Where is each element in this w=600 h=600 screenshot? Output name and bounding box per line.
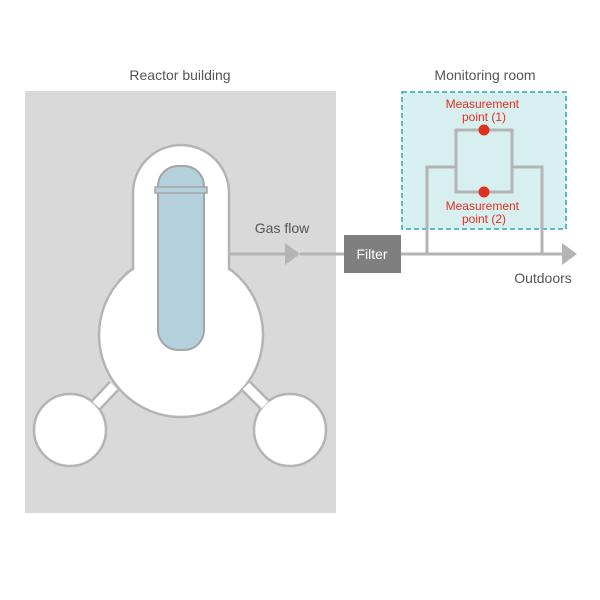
outdoors-label: Outdoors <box>514 270 572 286</box>
measurement-point-2-label: Measurement point (2) <box>446 199 523 226</box>
outdoors-arrow-icon <box>562 243 577 265</box>
gas-flow-arrow-icon <box>285 243 300 265</box>
monitoring-room-label: Monitoring room <box>434 67 535 83</box>
measurement-point-2-marker <box>478 186 490 198</box>
measurement-point-1-label: Measurement point (1) <box>446 97 523 124</box>
filter-box <box>344 235 401 273</box>
filter-label: Filter <box>356 246 387 262</box>
gas-flow-label: Gas flow <box>255 220 310 236</box>
reactor-building-label: Reactor building <box>129 67 230 83</box>
measurement-point-1-marker <box>478 124 490 136</box>
monitoring-room <box>401 91 567 230</box>
reactor-pressure-vessel <box>154 165 208 351</box>
